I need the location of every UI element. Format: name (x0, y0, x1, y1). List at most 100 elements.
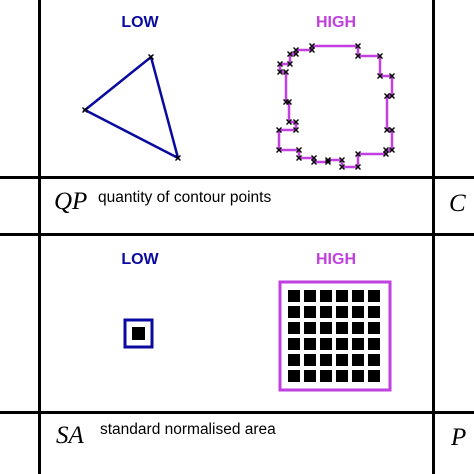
qp-high-label: HIGH (316, 14, 356, 31)
contour-point-marker (389, 73, 395, 79)
area-square (304, 354, 316, 366)
contour-point-marker (355, 43, 361, 49)
area-square (288, 322, 300, 334)
area-square (368, 354, 380, 366)
area-square (304, 370, 316, 382)
area-square (320, 370, 332, 382)
contour-point-marker (293, 119, 299, 125)
area-square (288, 370, 300, 382)
area-square (352, 290, 364, 302)
contour-point-marker (287, 51, 293, 57)
area-square (304, 290, 316, 302)
contour-point-marker (311, 155, 317, 161)
area-square (304, 338, 316, 350)
area-square (368, 306, 380, 318)
sa-low-label: LOW (121, 251, 159, 268)
contour-point-marker (384, 93, 390, 99)
triangle-contour-points (82, 54, 181, 161)
qp-low-label: LOW (121, 14, 159, 31)
contour-point-marker (286, 119, 292, 125)
contour-point-marker (283, 99, 289, 105)
contour-point-marker (389, 147, 395, 153)
area-square (336, 354, 348, 366)
area-square (352, 354, 364, 366)
left-cell-row4 (0, 414, 38, 474)
qp-description: quantity of contour points (98, 189, 272, 206)
area-square (304, 322, 316, 334)
right-cell-row4 (435, 414, 474, 474)
qp-abbreviation: QP (54, 188, 88, 215)
area-square (352, 306, 364, 318)
right-abbreviation-fragment-1: C (449, 190, 466, 217)
contour-point-marker (355, 53, 361, 59)
contour-point-marker (339, 164, 345, 170)
area-square (368, 338, 380, 350)
contour-point-marker (175, 155, 181, 161)
contour-point-marker (377, 73, 383, 79)
area-square (288, 338, 300, 350)
area-square (368, 322, 380, 334)
contour-point-marker (389, 127, 395, 133)
area-square (368, 290, 380, 302)
area-square (336, 290, 348, 302)
area-square (320, 354, 332, 366)
area-square (304, 306, 316, 318)
contour-point-marker (325, 157, 331, 163)
sa-abbreviation: SA (56, 422, 84, 449)
area-square (336, 322, 348, 334)
area-square (352, 322, 364, 334)
contour-point-marker (277, 69, 283, 75)
contour-point-marker (276, 147, 282, 153)
contour-point-marker (355, 164, 361, 170)
contour-point-marker (293, 51, 299, 57)
area-square (336, 306, 348, 318)
contour-point-marker (339, 157, 345, 163)
sa-description: standard normalised area (100, 421, 276, 438)
contour-point-marker (296, 155, 302, 161)
contour-point-marker (277, 61, 283, 67)
qp-caption-cell (41, 179, 432, 233)
contour-point-marker (309, 43, 315, 49)
right-cell-row3 (435, 236, 474, 411)
contour-point-marker (293, 127, 299, 133)
right-cell-row1 (435, 0, 474, 176)
left-cell-row2 (0, 179, 38, 233)
right-abbreviation-fragment-2: P (451, 424, 467, 451)
contour-point-marker (82, 107, 88, 113)
sa-caption-cell (41, 414, 432, 474)
contour-point-marker (377, 53, 383, 59)
high-area-squares (288, 290, 380, 382)
area-square (336, 338, 348, 350)
area-square (320, 306, 332, 318)
low-area-frame (123, 318, 154, 349)
contour-point-marker (148, 54, 154, 60)
contour-point-marker (383, 151, 389, 157)
detailed-contour-points (276, 43, 395, 170)
contour-point-marker (389, 93, 395, 99)
triangle-contour (82, 54, 180, 161)
area-square (288, 290, 300, 302)
sa-figure-cell (41, 236, 432, 411)
contour-point-marker (283, 69, 289, 75)
left-cell-row3 (0, 236, 38, 411)
contour-point-marker (355, 151, 361, 157)
contour-point-marker (325, 159, 331, 165)
low-area-square (132, 327, 145, 340)
area-square (352, 338, 364, 350)
area-square (336, 370, 348, 382)
area-square (320, 338, 332, 350)
area-square (368, 370, 380, 382)
area-square (320, 290, 332, 302)
sa-high-label: HIGH (316, 251, 356, 268)
contour-point-marker (296, 147, 302, 153)
contour-point-marker (384, 127, 390, 133)
contour-point-marker (287, 61, 293, 67)
right-cell-row2 (435, 179, 474, 233)
left-cell-row1 (0, 0, 38, 176)
area-square (320, 322, 332, 334)
area-square (352, 370, 364, 382)
